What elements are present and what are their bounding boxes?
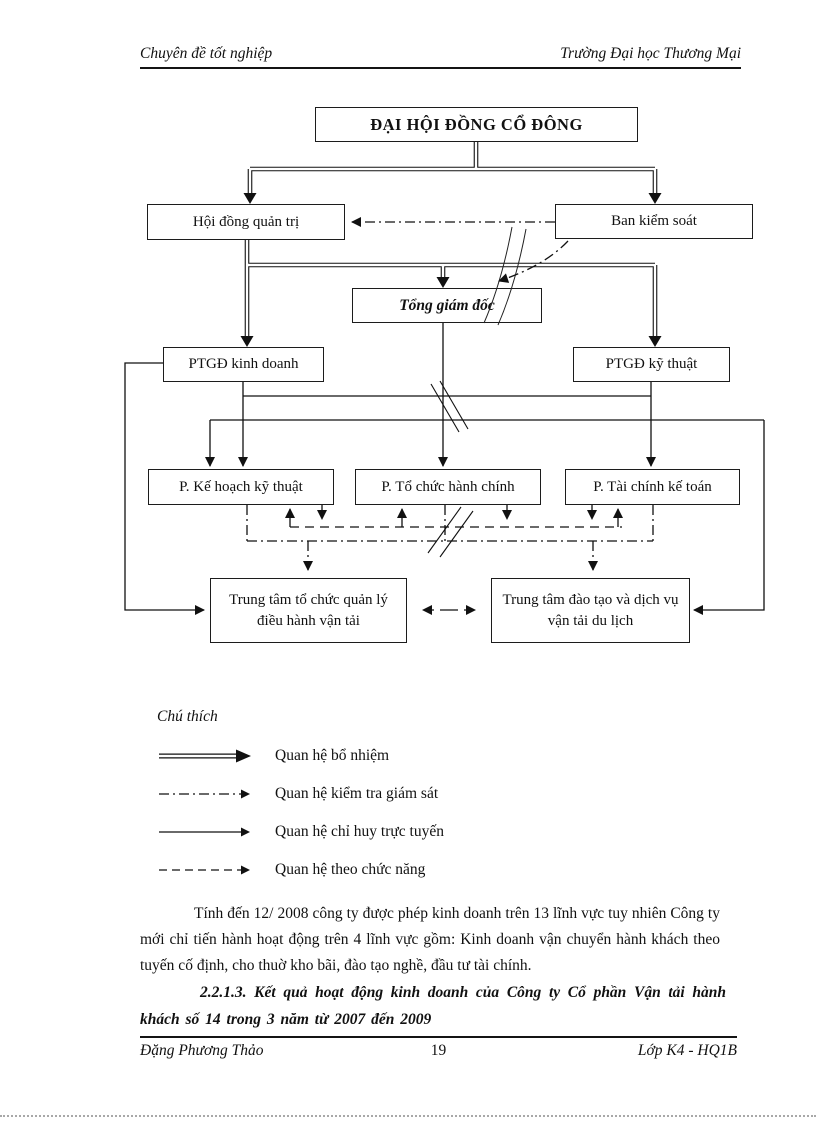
org-chart: ĐẠI HỘI ĐỒNG CỔ ĐÔNG Hội đồng quản trị B… xyxy=(124,107,765,643)
header-course-title: Chuyên đề tốt nghiệp xyxy=(140,45,273,62)
legend-label: Quan hệ bổ nhiệm xyxy=(275,747,390,764)
legend-item: Quan hệ chỉ huy trực tuyến xyxy=(157,823,444,840)
dash-dot-arrow-icon xyxy=(159,789,250,799)
page-footer: Đặng Phương Thảo 19 Lớp K4 - HQ1B xyxy=(140,1036,737,1060)
chart-legend: Chú thích Quan hệ bổ nhiệm Quan hệ kiểm … xyxy=(157,708,444,900)
solid-arrow-icon xyxy=(159,827,250,837)
legend-item: Quan hệ kiểm tra giám sát xyxy=(157,785,444,802)
org-node-shareholders-meeting: ĐẠI HỘI ĐỒNG CỔ ĐÔNG xyxy=(315,107,638,142)
supervision-lines xyxy=(246,217,654,571)
legend-label: Quan hệ kiểm tra giám sát xyxy=(275,785,439,802)
page-bottom-dots xyxy=(0,1115,816,1117)
footer-page-number: 19 xyxy=(430,1042,447,1059)
org-node-deputy-technical: PTGĐ kỹ thuật xyxy=(573,347,730,382)
org-node-training-center: Trung tâm đào tạo và dịch vụ vận tải du … xyxy=(491,578,690,643)
page-header: Chuyên đề tốt nghiệp Trường Đại học Thươ… xyxy=(140,45,741,69)
org-node-admin-dept: P. Tổ chức hành chính xyxy=(355,469,541,505)
org-node-planning-dept: P. Kế hoạch kỹ thuật xyxy=(148,469,334,505)
legend-item: Quan hệ theo chức năng xyxy=(157,861,444,878)
section-heading: 2.2.1.3. Kết quả hoạt động kinh doanh củ… xyxy=(140,984,726,1028)
footer-class: Lớp K4 - HQ1B xyxy=(637,1042,737,1059)
org-node-deputy-business: PTGĐ kinh doanh xyxy=(163,347,324,382)
org-node-transport-center: Trung tâm tổ chức quản lý điều hành vận … xyxy=(210,578,407,643)
legend-item: Quan hệ bổ nhiệm xyxy=(157,747,444,764)
legend-label: Quan hệ theo chức năng xyxy=(275,861,426,878)
header-university: Trường Đại học Thương Mại xyxy=(560,45,741,62)
org-node-supervisory-board: Ban kiểm soát xyxy=(555,204,753,239)
org-node-general-director: Tổng giám đốc xyxy=(352,288,542,323)
double-line-arrow-icon xyxy=(159,749,251,763)
org-node-board-of-directors: Hội đồng quản trị xyxy=(147,204,345,240)
dashed-arrow-icon xyxy=(159,865,250,875)
legend-label: Quan hệ chỉ huy trực tuyến xyxy=(275,823,444,840)
body-paragraph: Tính đến 12/ 2008 công ty được phép kinh… xyxy=(140,905,720,974)
legend-title: Chú thích xyxy=(157,708,218,725)
org-node-finance-dept: P. Tài chính kế toán xyxy=(565,469,740,505)
footer-author: Đặng Phương Thảo xyxy=(140,1042,264,1059)
